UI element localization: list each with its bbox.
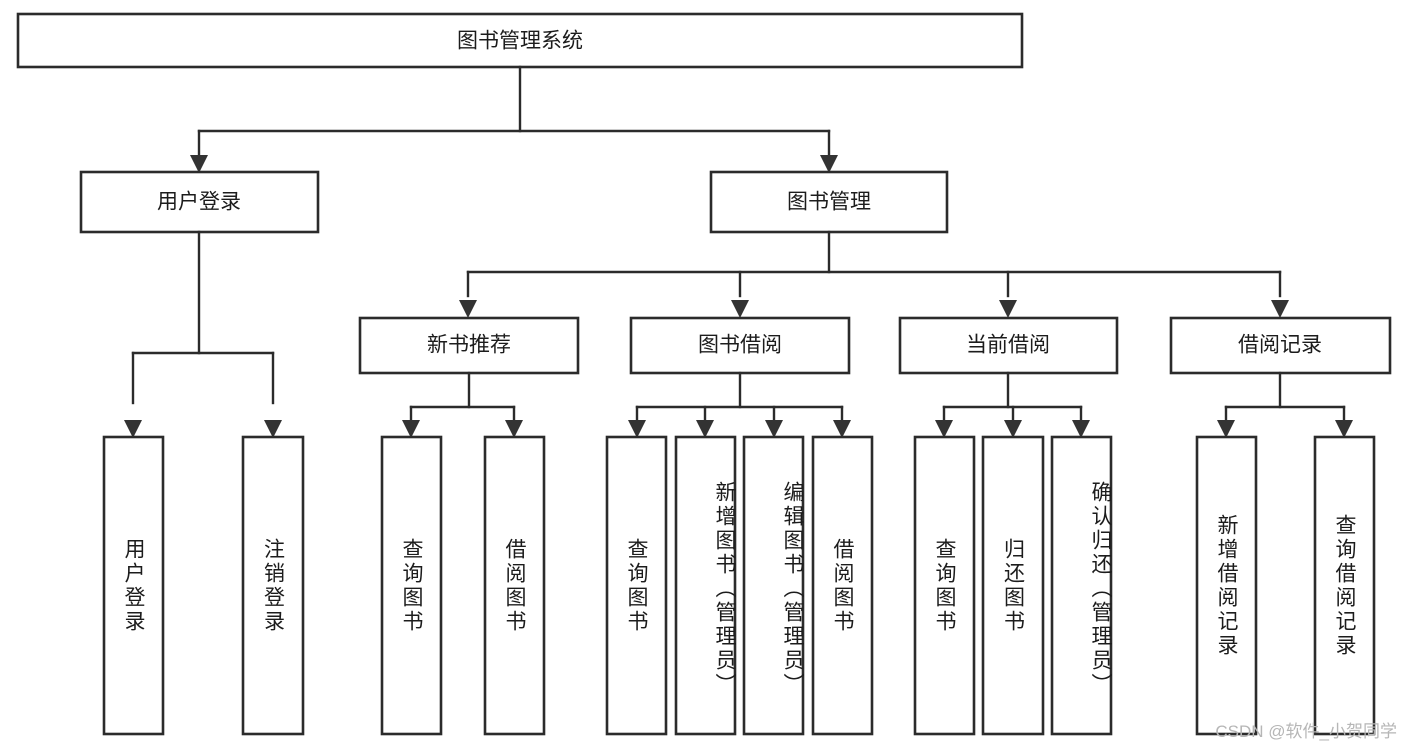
node-leaf-query-record-box[interactable]	[1313, 435, 1376, 736]
node-borrow-record-label: 借阅记录	[1238, 334, 1322, 357]
arrow-to-leaf-add-record	[1217, 420, 1235, 438]
node-leaf-borrow-book-1-label: 借阅图书	[503, 537, 526, 634]
arrow-to-leaf-borrow-book-1	[505, 420, 523, 438]
node-leaf-query-book-1-box[interactable]	[380, 435, 443, 736]
arrow-to-current-borrow	[999, 300, 1017, 318]
node-current-borrow-box[interactable]	[898, 316, 1119, 375]
node-leaf-query-record-label: 查询借阅记录	[1333, 513, 1356, 658]
node-root-box[interactable]	[16, 12, 1024, 69]
arrow-to-leaf-query-record	[1335, 420, 1353, 438]
node-leaf-user-login-box[interactable]	[102, 435, 165, 736]
node-current-borrow-label: 当前借阅	[966, 334, 1050, 357]
node-leaf-query-book-2-label: 查询图书	[625, 537, 648, 634]
node-leaf-user-login-label: 用户登录	[122, 537, 145, 634]
node-leaf-confirm-return-box[interactable]	[1050, 435, 1113, 736]
node-leaf-query-book-3-box[interactable]	[913, 435, 976, 736]
arrow-to-leaf-borrow-book-2	[833, 420, 851, 438]
node-leaf-borrow-book-2-label: 借阅图书	[831, 537, 854, 634]
arrow-to-leaf-user-login	[124, 420, 142, 438]
node-leaf-query-book-2-box[interactable]	[605, 435, 668, 736]
node-book-management-label: 图书管理	[787, 191, 871, 214]
node-leaf-logout-box[interactable]	[241, 435, 305, 736]
arrow-to-leaf-logout	[264, 420, 282, 438]
arrow-to-book-borrow	[731, 300, 749, 318]
arrow-to-leaf-query-book-3	[935, 420, 953, 438]
node-leaf-confirm-return-label: 确认归还（管理员）	[1089, 480, 1112, 697]
node-leaf-add-record-box[interactable]	[1195, 435, 1258, 736]
node-leaf-edit-book-box[interactable]	[742, 435, 805, 736]
node-leaf-query-book-1-label: 查询图书	[400, 537, 423, 634]
node-borrow-record-box[interactable]	[1169, 316, 1392, 375]
node-leaf-borrow-book-1-box[interactable]	[483, 435, 546, 736]
node-user-login-label: 用户登录	[157, 191, 241, 214]
node-leaf-add-record-label: 新增借阅记录	[1215, 513, 1238, 658]
arrow-to-book-management	[820, 155, 838, 173]
arrow-to-leaf-query-book-1	[402, 420, 420, 438]
node-leaf-return-book-label: 归还图书	[1001, 537, 1025, 634]
arrow-to-new-book-recommend	[459, 300, 477, 318]
node-leaf-logout-label: 注销登录	[261, 537, 285, 634]
arrow-to-leaf-return-book	[1004, 420, 1022, 438]
arrow-to-user-login	[190, 155, 208, 173]
arrow-to-leaf-edit-book	[765, 420, 783, 438]
arrow-to-leaf-add-book	[696, 420, 714, 438]
arrow-to-borrow-record	[1271, 300, 1289, 318]
arrow-to-leaf-confirm-return	[1072, 420, 1090, 438]
node-user-login-box[interactable]	[79, 170, 320, 234]
node-leaf-query-book-3-label: 查询图书	[933, 537, 956, 634]
node-book-borrow-label: 图书借阅	[698, 334, 782, 357]
node-root-label: 图书管理系统	[457, 30, 583, 53]
node-leaf-return-book-box[interactable]	[981, 435, 1045, 736]
node-leaf-edit-book-label: 编辑图书（管理员）	[781, 480, 804, 697]
node-leaf-add-book-box[interactable]	[674, 435, 737, 736]
node-new-book-recommend-box[interactable]	[358, 316, 580, 375]
node-leaf-add-book-label: 新增图书（管理员）	[713, 480, 736, 697]
node-new-book-recommend-label: 新书推荐	[427, 334, 511, 357]
arrow-to-leaf-query-book-2	[628, 420, 646, 438]
node-book-borrow-box[interactable]	[629, 316, 851, 375]
node-leaf-borrow-book-2-box[interactable]	[811, 435, 874, 736]
watermark-text: CSDN @软件_小贺同学	[1215, 722, 1397, 741]
